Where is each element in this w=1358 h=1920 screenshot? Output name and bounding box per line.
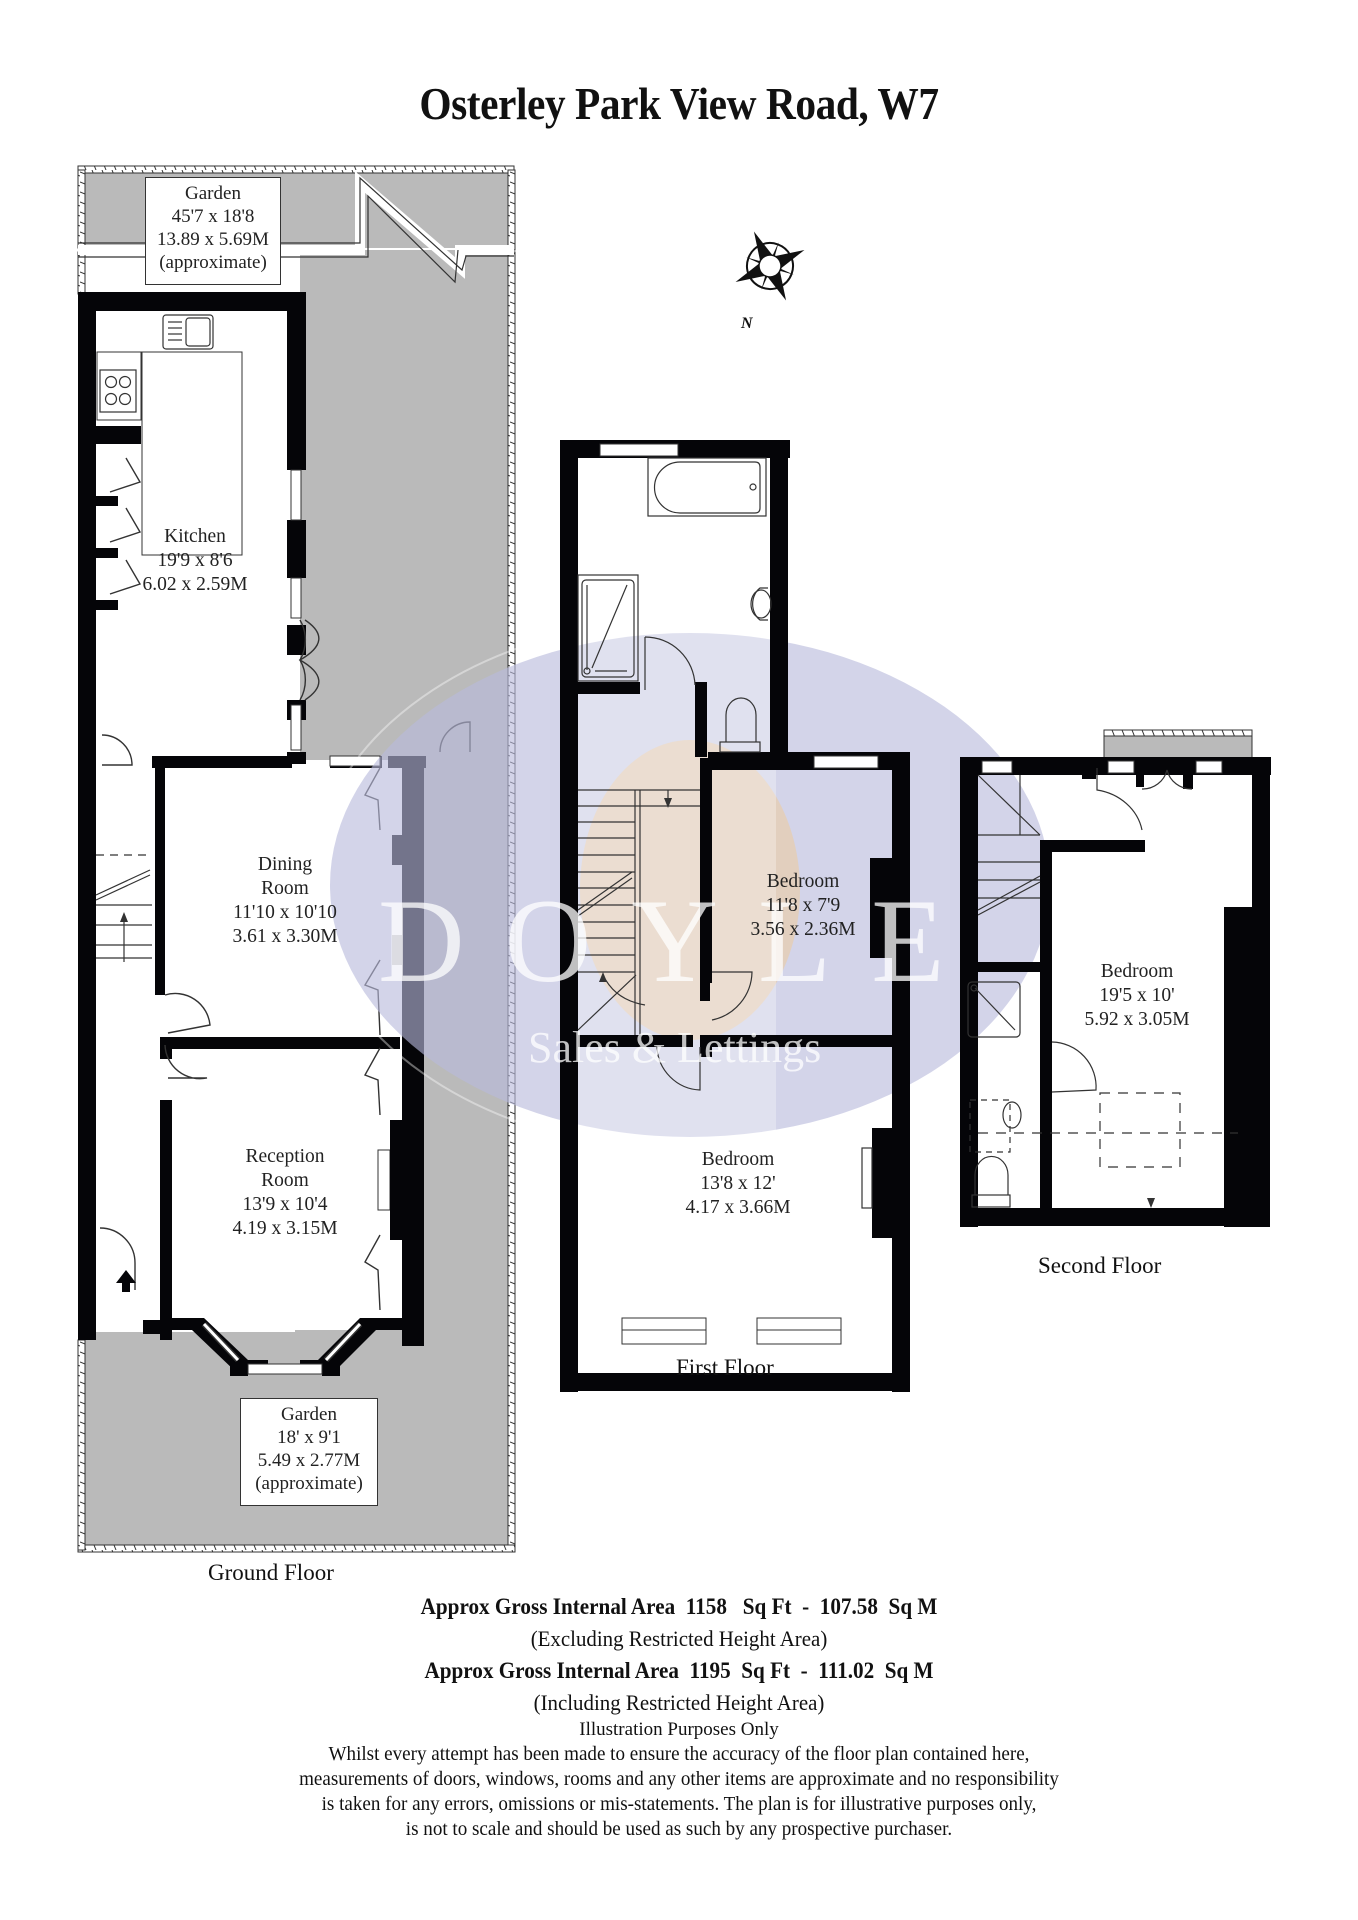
gross-area-including: Approx Gross Internal Area 1195 Sq Ft - … (424, 1658, 934, 1683)
watermark-tagline: Sales & Lettings (528, 1023, 822, 1072)
area-summary: Approx Gross Internal Area 1158 Sq Ft - … (0, 1590, 1358, 1842)
gross-area-excluding-note: (Excluding Restricted Height Area) (530, 1626, 828, 1651)
second-floor-plan (960, 729, 1271, 1227)
disclaimer-line: is not to scale and should be used as su… (405, 1818, 953, 1840)
disclaimer-line: is taken for any errors, omissions or mi… (321, 1793, 1037, 1815)
gross-area-excluding: Approx Gross Internal Area 1158 Sq Ft - … (420, 1594, 938, 1619)
rear-garden-side-area (300, 250, 514, 760)
first-floor-label: First Floor (676, 1355, 774, 1380)
watermark-brand: DOYLE (378, 874, 985, 1007)
page-title: Osterley Park View Road, W7 (419, 79, 939, 129)
gross-area-including-note: (Including Restricted Height Area) (533, 1690, 825, 1715)
first-floor-plan (560, 440, 910, 1397)
front-garden-label: Garden 18' x 9'1 5.49 x 2.77M (approxima… (240, 1398, 378, 1506)
compass-rose-icon (735, 231, 805, 301)
first-floor-rear-bedroom-label: Bedroom 11'8 x 7'9 3.56 x 2.36M (750, 871, 856, 940)
ground-floor-label: Ground Floor (208, 1560, 334, 1585)
second-floor-bedroom-label: Bedroom 19'5 x 10' 5.92 x 3.05M (1084, 961, 1190, 1030)
reception-room-label: Reception Room 13'9 x 10'4 4.19 x 3.15M (232, 1146, 338, 1239)
compass-north-label: N (741, 315, 753, 332)
disclaimer-line: measurements of doors, windows, rooms an… (299, 1768, 1059, 1790)
dining-room-label: Dining Room 11'10 x 10'10 3.61 x 3.30M (232, 854, 338, 947)
illustration-note: Illustration Purposes Only (579, 1719, 779, 1740)
rear-garden-top-area (78, 170, 514, 248)
rear-garden-label: Garden 45'7 x 18'8 13.89 x 5.69M (approx… (145, 177, 281, 285)
disclaimer-line: Whilst every attempt has been made to en… (328, 1743, 1030, 1765)
first-floor-front-bedroom-label: Bedroom 13'8 x 12' 4.17 x 3.66M (685, 1149, 791, 1218)
second-floor-label: Second Floor (1038, 1253, 1162, 1278)
kitchen-label: Kitchen 19'9 x 8'6 6.02 x 2.59M (142, 526, 248, 595)
